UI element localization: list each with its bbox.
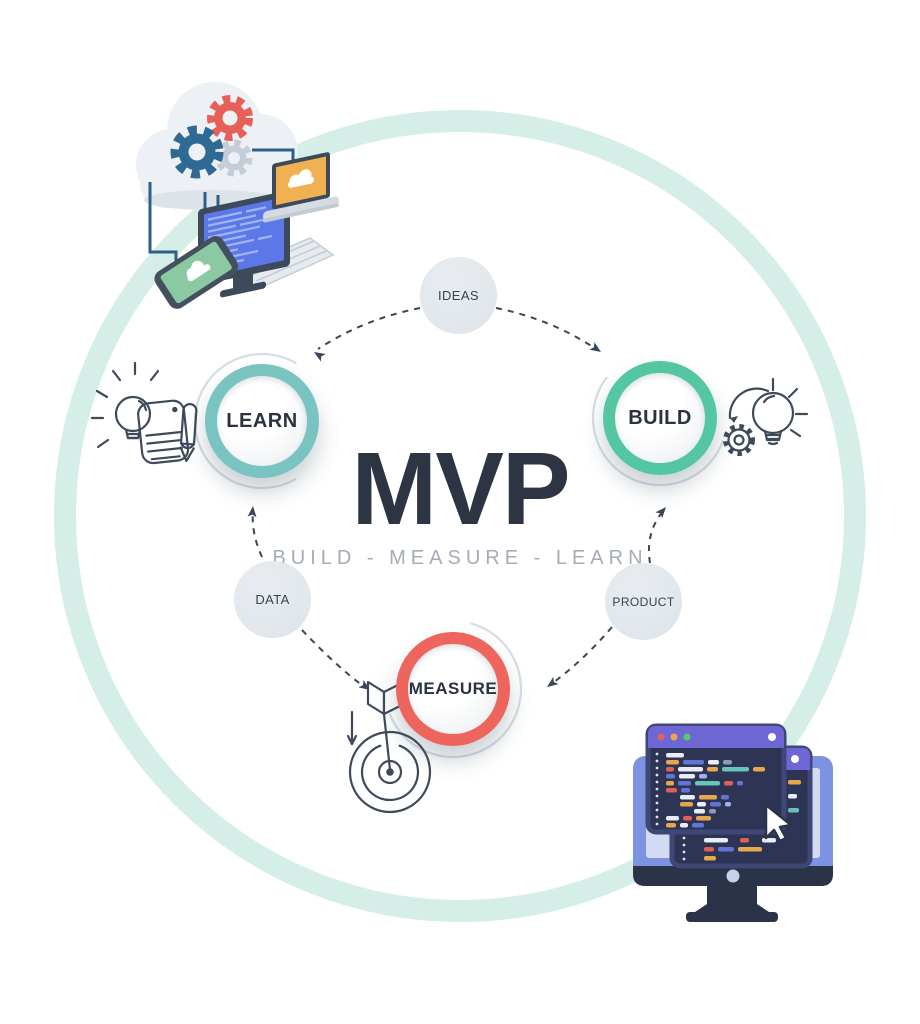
connector-data: DATA — [234, 561, 311, 638]
mouse-cursor-icon — [764, 803, 793, 843]
decorative-arcs — [193, 349, 729, 759]
flow-arrowheads — [247, 342, 666, 690]
gears-icon — [170, 95, 253, 179]
stage-build: BUILD — [603, 361, 717, 475]
connector-data-label: DATA — [255, 592, 290, 607]
stage-build-label: BUILD — [628, 406, 692, 429]
connector-product-label: PRODUCT — [612, 594, 675, 609]
code-lines — [666, 753, 765, 828]
cloud-computing-illustration — [136, 82, 339, 309]
code-window-front — [645, 723, 787, 835]
gear-lightbulb-icon — [723, 377, 809, 456]
stage-measure: MEASURE — [396, 632, 510, 746]
outer-ring-circle — [54, 110, 866, 922]
connector-product: PRODUCT — [605, 563, 682, 640]
mvp-heading: MVP — [351, 431, 570, 546]
smartphone-icon — [154, 236, 239, 309]
stage-learn-label: LEARN — [226, 409, 298, 432]
connector-ideas-label: IDEAS — [437, 288, 479, 303]
mvp-subheading: BUILD - MEASURE - LEARN — [272, 547, 648, 569]
connector-ideas: IDEAS — [420, 257, 497, 334]
laptop-icon — [263, 152, 339, 223]
code-editor-illustration — [633, 723, 833, 922]
stage-learn: LEARN — [205, 364, 319, 478]
stage-measure-label: MEASURE — [408, 679, 498, 698]
lightbulb-notepad-icon — [90, 361, 198, 465]
